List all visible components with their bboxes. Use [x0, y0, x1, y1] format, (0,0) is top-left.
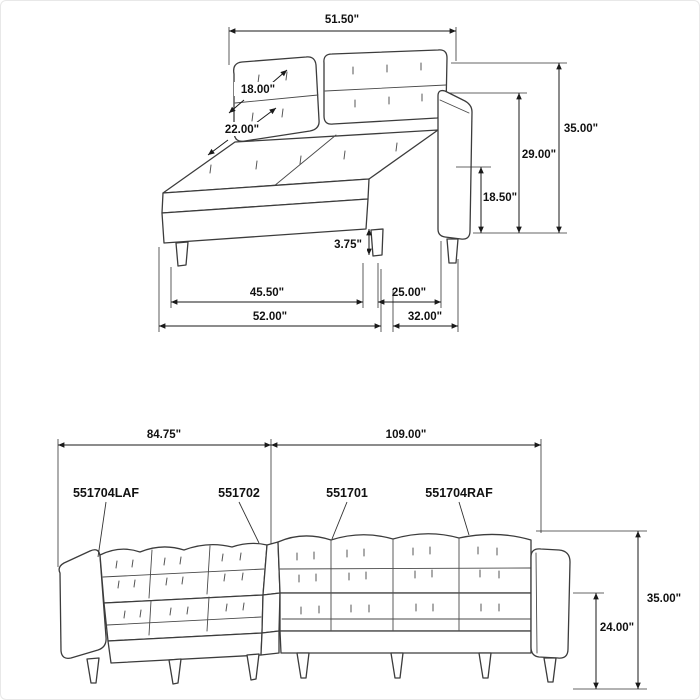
- corner-seat: [261, 592, 281, 634]
- dim-sectional-seat-height: 24.00": [600, 622, 634, 634]
- right-back-tufts: [296, 546, 500, 583]
- dim-seat-height: 18.50": [483, 192, 517, 204]
- left-back-dividers: [148, 545, 211, 599]
- left-arm: [58, 549, 107, 659]
- left-seat-dividers: [148, 596, 210, 636]
- dim-back-height: 29.00": [522, 149, 556, 161]
- right-seat-dividers: [330, 593, 460, 631]
- seat-cushion-seam: [267, 134, 337, 192]
- right-seat-cushions: [279, 592, 532, 632]
- dimension-lines: [159, 28, 562, 329]
- right-back-seam: [279, 567, 532, 570]
- dim-overall-depth: 32.00": [408, 311, 442, 323]
- dim-sectional-overall-height: 35.00": [647, 593, 681, 605]
- right-back-cushions: [277, 533, 532, 594]
- right-base: [279, 630, 532, 654]
- corner-base: [260, 630, 280, 656]
- part-label-551704laf: 551704LAF: [73, 486, 139, 500]
- dim-back-cushion-width: 18.00": [241, 84, 275, 96]
- dim-side-depth: 25.00": [392, 287, 426, 299]
- label-mask: [234, 82, 282, 96]
- legs: [175, 228, 459, 267]
- sectional-dimensions: 84.75" 109.00" 35.00" 24.00" 551704LAF 5…: [57, 429, 681, 690]
- label-mask: [218, 122, 266, 136]
- left-seat-lip: [106, 616, 262, 626]
- right-back-dividers: [330, 537, 460, 593]
- loveseat-drawing: [161, 49, 473, 267]
- dim-overall-width: 52.00": [253, 311, 287, 323]
- right-seat-tufts: [300, 603, 500, 615]
- legs: [86, 652, 557, 685]
- left-seat-tufts: [123, 602, 245, 619]
- right-arm: [437, 89, 473, 240]
- leader-lines: [97, 501, 470, 558]
- dim-leg-height: 3.75": [334, 239, 362, 251]
- label-mask: [329, 237, 367, 251]
- left-back-tufts: [115, 552, 244, 589]
- part-label-551702: 551702: [218, 486, 260, 500]
- dim-left-section-width: 84.75": [147, 429, 181, 441]
- back-cushion-right: [323, 49, 448, 125]
- dim-back-width: 51.50": [325, 14, 359, 26]
- extension-lines: [57, 439, 647, 690]
- arm-crease: [439, 99, 470, 114]
- right-arm-crease: [535, 552, 538, 654]
- right-arm: [530, 548, 571, 659]
- part-label-551704raf: 551704RAF: [425, 486, 493, 500]
- left-back-seam: [102, 568, 265, 578]
- sectional-drawing: [58, 533, 571, 685]
- seat-tufts: [209, 142, 398, 174]
- dim-overall-height: 35.00": [564, 123, 598, 135]
- loveseat-dimensions: 51.50" 18.00" 22.00" 35.00" 29.00" 18.50…: [158, 14, 598, 332]
- dimension-lines: [57, 442, 641, 689]
- base-front-face: [161, 198, 369, 244]
- part-label-551701: 551701: [326, 486, 368, 500]
- dim-seat-width: 45.50": [250, 287, 284, 299]
- dim-seat-depth: 22.00": [225, 124, 259, 136]
- dim-right-section-width: 109.00": [386, 429, 427, 441]
